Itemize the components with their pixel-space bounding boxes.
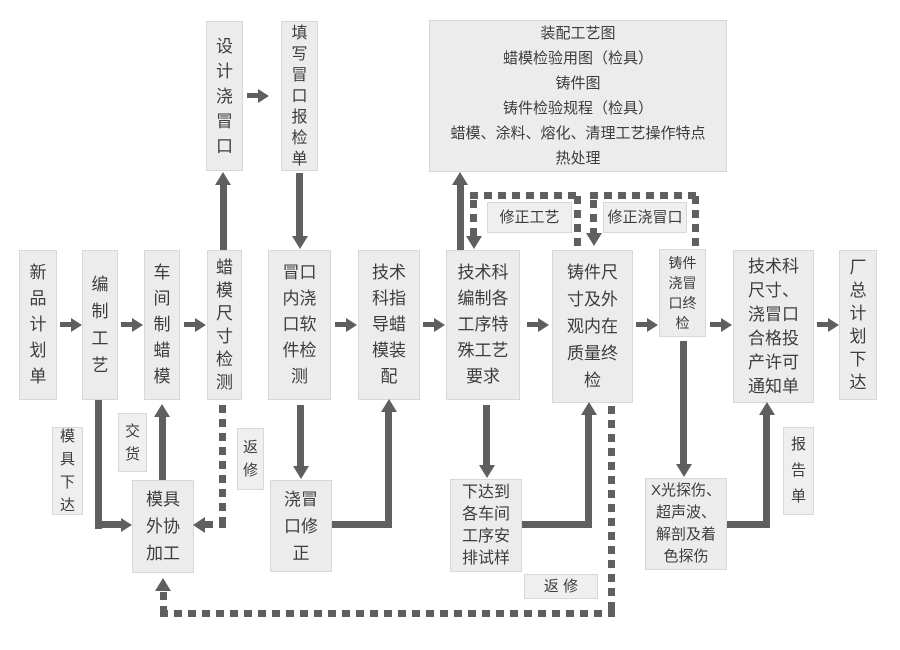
edge-compile-outsource-hline: [95, 521, 121, 528]
edge-software-risercorrection-line: [297, 405, 304, 466]
arrowhead-right-icon: [434, 318, 445, 332]
label-rework-horizontal: 返 修: [524, 574, 598, 599]
arrowhead-up-icon: [581, 402, 597, 415]
edge-plan-compile-line: [60, 322, 71, 327]
edge-special-docs-line: [457, 185, 464, 250]
node-casting-final-check: 铸件尺 寸及外 观内在 质量终 检: [552, 250, 633, 403]
node-issue-trial-to-workshops: 下达到 各车间 工序安 排试样: [450, 479, 522, 572]
arrowhead-down-icon: [479, 465, 495, 478]
arrowhead-down-icon: [676, 464, 692, 477]
arrowhead-up-icon: [759, 402, 775, 415]
arrowhead-right-icon: [71, 318, 82, 332]
node-tech-permit-notice: 技术科 尺寸、 浇冒口 合格投 产许可 通知单: [733, 250, 814, 403]
node-xray-inspection: X光探伤、 超声波、 解剖及着 色探伤: [645, 478, 727, 570]
node-fill-riser-report: 填 写 冒 口 报 检 单: [281, 21, 318, 171]
edge-compile-workshop-line: [121, 322, 132, 327]
node-tech-special-process: 技术科 编制各 工序特 殊工艺 要求: [446, 250, 520, 400]
arrowhead-down-icon: [586, 233, 602, 246]
label-rework-vertical: 返 修: [237, 428, 264, 490]
edge-rework-waxcheck-hline: [205, 521, 226, 528]
edge-fixriser-hline: [590, 192, 700, 199]
edge-longrework-left-vline: [160, 592, 167, 610]
edge-fixprocess-right-vline: [574, 196, 581, 250]
node-factory-plan-issue: 厂 总 计 划 下 达: [839, 250, 877, 400]
node-casting-riser-final-check: 铸件 浇冒 口终 检: [659, 249, 706, 337]
node-design-riser: 设 计 浇 冒 口: [206, 21, 243, 171]
edge-rework-waxcheck-vline: [219, 405, 226, 529]
node-compile-process: 编 制 工 艺: [82, 250, 118, 400]
edge-special-finalcheck-line: [527, 322, 538, 327]
edge-fillreport-software-line: [296, 173, 303, 236]
arrowhead-right-icon: [647, 318, 658, 332]
arrowhead-right-icon: [258, 89, 269, 103]
edge-waxcheck-design-line: [220, 185, 227, 250]
arrowhead-right-icon: [132, 318, 143, 332]
label-fix-process: 修正工艺: [487, 202, 572, 233]
arrowhead-right-icon: [538, 318, 549, 332]
edge-permit-factoryplan-line: [817, 322, 828, 327]
edge-fixprocess-hline: [470, 192, 581, 199]
node-riser-correction: 浇冒 口修 正: [270, 480, 332, 572]
node-wax-dim-check: 蜡 模 尺 寸 检 测: [207, 250, 242, 400]
arrowhead-right-icon: [346, 318, 357, 332]
edge-xray-permit-hline: [727, 521, 770, 528]
edge-workshop-waxcheck-line: [184, 322, 195, 327]
edge-risercorrection-guide-vline: [385, 411, 392, 528]
arrowhead-up-icon: [215, 172, 231, 185]
arrowhead-right-icon: [721, 318, 732, 332]
edge-fixriser-right-vline: [692, 196, 699, 249]
arrowhead-right-icon: [195, 318, 206, 332]
arrowhead-down-icon: [466, 236, 482, 249]
edge-fixriser-left-vline: [590, 200, 597, 233]
edge-finalcheck-riserfinal-line: [636, 322, 647, 327]
arrowhead-up-icon: [381, 399, 397, 412]
edge-longrework-right-vline: [608, 406, 615, 613]
edge-software-guide-line: [335, 322, 346, 327]
edge-riserfinal-permit-line: [710, 322, 721, 327]
edge-longrework-hline: [160, 610, 615, 617]
edge-risercorrection-guide-hline: [332, 521, 392, 528]
label-report-sheet: 报 告 单: [783, 427, 814, 515]
edge-outsource-workshop-line: [159, 417, 166, 480]
arrowhead-down-icon: [292, 236, 308, 249]
node-process-documents: 装配工艺图 蜡模检验用图（检具） 铸件图 铸件检验规程（检具） 蜡模、涂料、熔化…: [429, 20, 727, 172]
arrowhead-right-icon: [121, 518, 132, 532]
node-riser-gate-software-check: 冒口 内浇 口软 件检 测: [268, 250, 331, 400]
edge-design-fillreport-line: [247, 93, 258, 98]
edge-guide-special-line: [423, 322, 434, 327]
node-tech-guide-wax-assembly: 技术 科指 导蜡 模装 配: [358, 250, 420, 400]
arrowhead-up-icon: [154, 404, 170, 417]
arrowhead-up-icon: [452, 172, 468, 185]
edge-riserfinal-xray-line: [680, 341, 687, 464]
label-mold-issue: 模 具 下 达: [52, 427, 83, 515]
node-workshop-wax-mold: 车 间 制 蜡 模: [144, 250, 180, 400]
edge-compile-outsource-vline: [95, 400, 102, 529]
label-delivery: 交 货: [118, 413, 147, 472]
edge-xray-permit-vline: [763, 414, 770, 528]
node-mold-outsource: 模具 外协 加工: [132, 480, 194, 573]
label-fix-riser: 修正浇冒口: [603, 202, 687, 233]
arrowhead-up-icon: [155, 578, 171, 591]
edge-issuetrial-finalcheck-vline: [585, 414, 592, 528]
node-new-product-plan: 新 品 计 划 单: [19, 250, 57, 400]
arrowhead-left-icon: [193, 517, 205, 533]
edge-fixprocess-left-vline: [470, 200, 477, 236]
arrowhead-down-icon: [293, 466, 309, 479]
edge-special-issuetrial-line: [483, 405, 490, 465]
edge-issuetrial-finalcheck-hline: [522, 521, 592, 528]
arrowhead-right-icon: [828, 318, 839, 332]
